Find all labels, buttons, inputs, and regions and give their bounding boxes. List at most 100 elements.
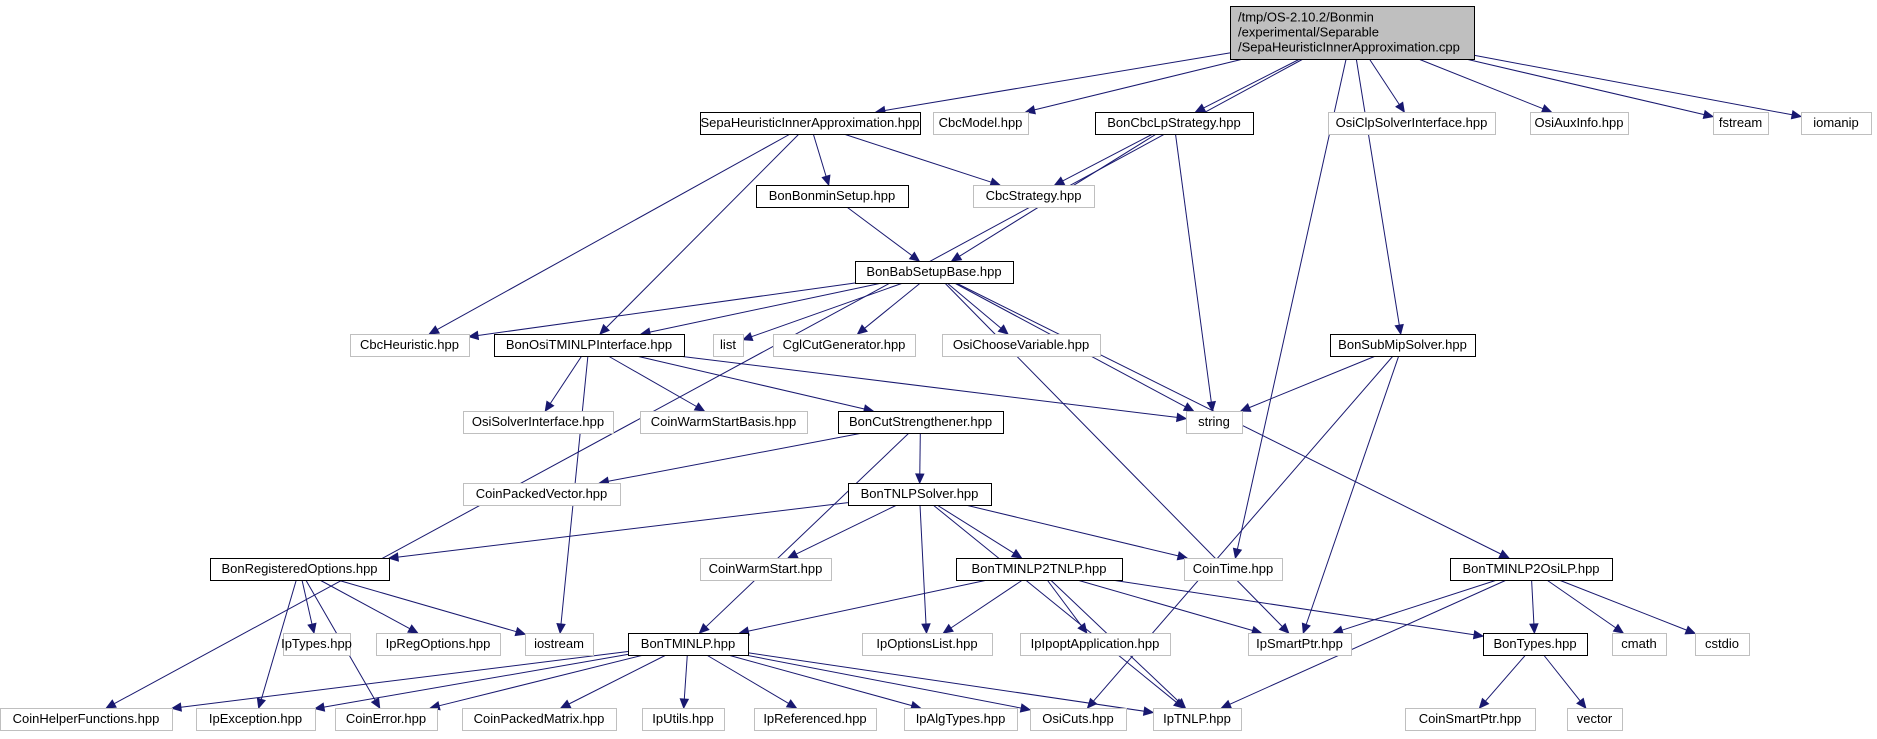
edge-line [1305, 355, 1400, 625]
edge-line [706, 654, 789, 704]
node-label: CoinTime.hpp [1193, 561, 1273, 576]
node-box [1248, 633, 1352, 656]
edge-ositminlp-to-string [678, 355, 1188, 423]
edge-arrowhead [370, 697, 381, 710]
edge-arrowhead [1176, 412, 1188, 423]
node-label: OsiClpSolverInterface.hpp [1336, 115, 1488, 130]
node-tminlp2osilp[interactable]: BonTMINLP2OsiLP.hpp [1450, 558, 1613, 581]
node-box [283, 633, 351, 656]
edge-line [319, 579, 411, 630]
edge-tminlp2tnlp-to-bontypes [1111, 579, 1485, 640]
edge-arrowhead [407, 624, 419, 634]
edge-line [397, 502, 849, 558]
edge-arrowhead [1194, 103, 1207, 113]
node-bontypes[interactable]: BonTypes.hpp [1483, 633, 1588, 656]
nodes-layer: /tmp/OS-2.10.2/Bonmin/experimental/Separ… [0, 6, 1872, 731]
node-label: CoinPackedMatrix.hpp [474, 711, 605, 726]
edge-bontminlp-to-ipreferenced [706, 654, 798, 709]
edge-line [1229, 579, 1507, 705]
node-babsetup[interactable]: BonBabSetupBase.hpp [855, 261, 1014, 284]
edge-arrowhead [1702, 109, 1715, 120]
node-cbcheur: CbcHeuristic.hpp [350, 334, 470, 357]
node-label: CoinWarmStart.hpp [709, 561, 823, 576]
edge-arrowhead [785, 699, 798, 709]
node-box [700, 558, 832, 581]
edge-submip-to-string [1239, 355, 1376, 412]
node-coinwarmbasis: CoinWarmStartBasis.hpp [640, 411, 808, 434]
node-coinwarm: CoinWarmStart.hpp [700, 558, 832, 581]
node-cutstrength[interactable]: BonCutStrengthener.hpp [838, 411, 1004, 434]
edge-line [113, 58, 1304, 705]
node-label: CoinSmartPtr.hpp [1419, 711, 1522, 726]
edge-line [436, 133, 791, 331]
edge-arrowhead [821, 174, 831, 187]
node-box [525, 633, 594, 656]
edge-sepa_hpp-to-ositminlp [599, 133, 800, 335]
node-box [1153, 708, 1242, 731]
edge-arrowhead [1540, 104, 1553, 113]
edge-boncbclp-to-string [1175, 133, 1216, 413]
node-box [1530, 112, 1629, 135]
edge-tnlpsolver-to-cointime [965, 504, 1189, 561]
node-tnlpsolver[interactable]: BonTNLPSolver.hpp [848, 483, 992, 506]
node-osiclp: OsiClpSolverInterface.hpp [1328, 112, 1496, 135]
node-regopts[interactable]: BonRegisteredOptions.hpp [210, 558, 390, 581]
node-cointime: CoinTime.hpp [1184, 558, 1283, 581]
node-label: BonBabSetupBase.hpp [866, 264, 1001, 279]
node-iomanip: iomanip [1801, 112, 1872, 135]
edge-bontypes-to-coinsmartptr [1478, 654, 1526, 709]
edge-babsetup-to-cbcheur [467, 282, 856, 341]
node-list: list [713, 334, 744, 357]
node-boncbclp[interactable]: BonCbcLpStrategy.hpp [1095, 112, 1254, 135]
node-box [713, 334, 744, 357]
node-label: IpRegOptions.hpp [386, 636, 491, 651]
edge-line [950, 579, 1023, 629]
node-label: CoinPackedVector.hpp [476, 486, 608, 501]
edge-regopts-to-iptypes [301, 579, 317, 635]
edge-cutstrength-to-tnlpsolver [915, 432, 925, 485]
edge-root-to-cointime [1232, 58, 1347, 560]
node-label: BonOsiTMINLPInterface.hpp [506, 337, 672, 352]
edge-bontminlp-to-ipalgtypes [727, 654, 922, 711]
node-osisolver: OsiSolverInterface.hpp [463, 411, 614, 434]
node-box [1450, 558, 1613, 581]
node-label: CbcHeuristic.hpp [360, 337, 459, 352]
node-coinsmartptr: CoinSmartPtr.hpp [1405, 708, 1536, 731]
edge-arrowhead [387, 552, 399, 562]
edge-line [1531, 579, 1535, 625]
node-label: CoinError.hpp [346, 711, 426, 726]
node-label: CbcModel.hpp [939, 115, 1023, 130]
node-submip[interactable]: BonSubMipSolver.hpp [1330, 334, 1476, 357]
edge-sepa_hpp-to-cbcstrategy [843, 133, 1001, 187]
node-ipoptslist: IpOptionsList.hpp [862, 633, 993, 656]
node-ositminlp[interactable]: BonOsiTMINLPInterface.hpp [494, 334, 685, 357]
node-label: SepaHeuristicInnerApproximation.hpp [701, 115, 920, 130]
edge-cutstrength-to-bontminlp [698, 432, 910, 634]
node-label: vector [1577, 711, 1613, 726]
edge-bontminlp-to-ipexception [313, 653, 629, 712]
edge-line [751, 282, 904, 338]
edge-arrowhead [950, 251, 963, 262]
edge-arrowhead [1077, 622, 1088, 634]
edge-arrowhead [1478, 697, 1490, 709]
edge-root-to-iomanip [1473, 54, 1803, 120]
edge-line [678, 355, 1178, 418]
node-iptypes: IpTypes.hpp [281, 633, 352, 656]
edge-arrowhead [1053, 176, 1066, 186]
edge-tminlp2tnlp-to-ipoptapp [1046, 579, 1088, 634]
node-box [463, 483, 621, 506]
edge-arrowhead [514, 626, 527, 637]
node-sepa_hpp[interactable]: SepaHeuristicInnerApproximation.hpp [700, 112, 921, 135]
node-tminlp2tnlp[interactable]: BonTMINLP2TNLP.hpp [956, 558, 1123, 581]
node-label: BonTMINLP2TNLP.hpp [972, 561, 1107, 576]
node-bontminlp[interactable]: BonTMINLP.hpp [628, 633, 749, 656]
node-box [1801, 112, 1872, 135]
edge-line [705, 432, 910, 628]
node-label: IpUtils.hpp [652, 711, 713, 726]
edge-arrowhead [1472, 629, 1485, 640]
edge-root-to-boncbclp [1194, 58, 1301, 113]
edge-sepa_hpp-to-cbcheur [428, 133, 791, 335]
node-label: IpAlgTypes.hpp [916, 711, 1006, 726]
node-bonminsetup[interactable]: BonBonminSetup.hpp [756, 185, 909, 208]
edge-arrowhead [1301, 622, 1311, 635]
